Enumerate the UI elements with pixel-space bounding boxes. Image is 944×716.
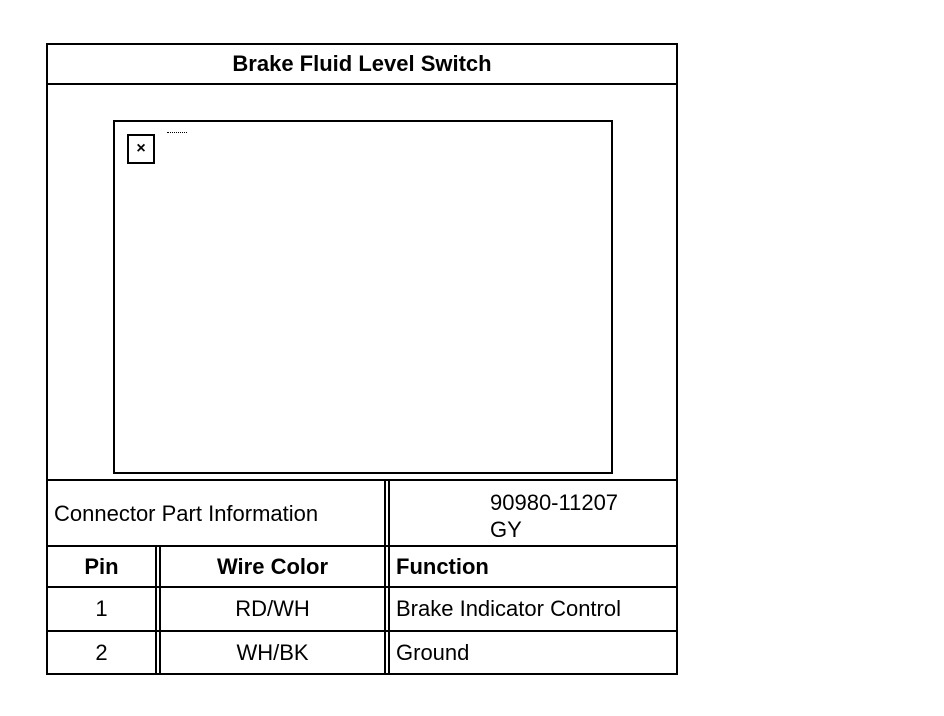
connector-info-label: Connector Part Information (54, 501, 319, 526)
pin-table: Pin Wire Color Function 1 RD/WH Brake In… (48, 545, 676, 673)
connector-image-frame: × (113, 120, 613, 474)
pin-cell: 2 (95, 639, 108, 665)
pin-cell: 1 (95, 596, 108, 621)
header-wire-color: Wire Color (216, 553, 329, 579)
divider (48, 545, 676, 547)
divider (48, 630, 676, 632)
divider (155, 545, 157, 673)
connector-image-area: × (48, 85, 676, 479)
connector-part-number: 90980-11207 (490, 490, 619, 515)
wire-color-cell: WH/BK (236, 639, 309, 665)
connector-info-row: Connector Part Information 90980-11207 G… (48, 479, 676, 549)
function-cell: Ground (396, 639, 470, 665)
header-function: Function (396, 553, 489, 579)
header-pin: Pin (84, 553, 119, 579)
connector-document: Brake Fluid Level Switch × Connector Par… (46, 43, 678, 675)
broken-image-icon: × (127, 134, 155, 164)
wire-color-cell: RD/WH (235, 596, 310, 621)
divider (388, 545, 390, 673)
document-title: Brake Fluid Level Switch (48, 45, 676, 85)
connector-info-value: 90980-11207 GY (390, 485, 674, 547)
connector-color-code: GY (490, 517, 522, 542)
divider (159, 545, 161, 673)
divider (384, 481, 386, 549)
divider (388, 481, 390, 549)
divider (48, 586, 676, 588)
function-cell: Brake Indicator Control (396, 596, 621, 621)
divider (384, 545, 386, 673)
image-alt-placeholder (167, 132, 187, 133)
